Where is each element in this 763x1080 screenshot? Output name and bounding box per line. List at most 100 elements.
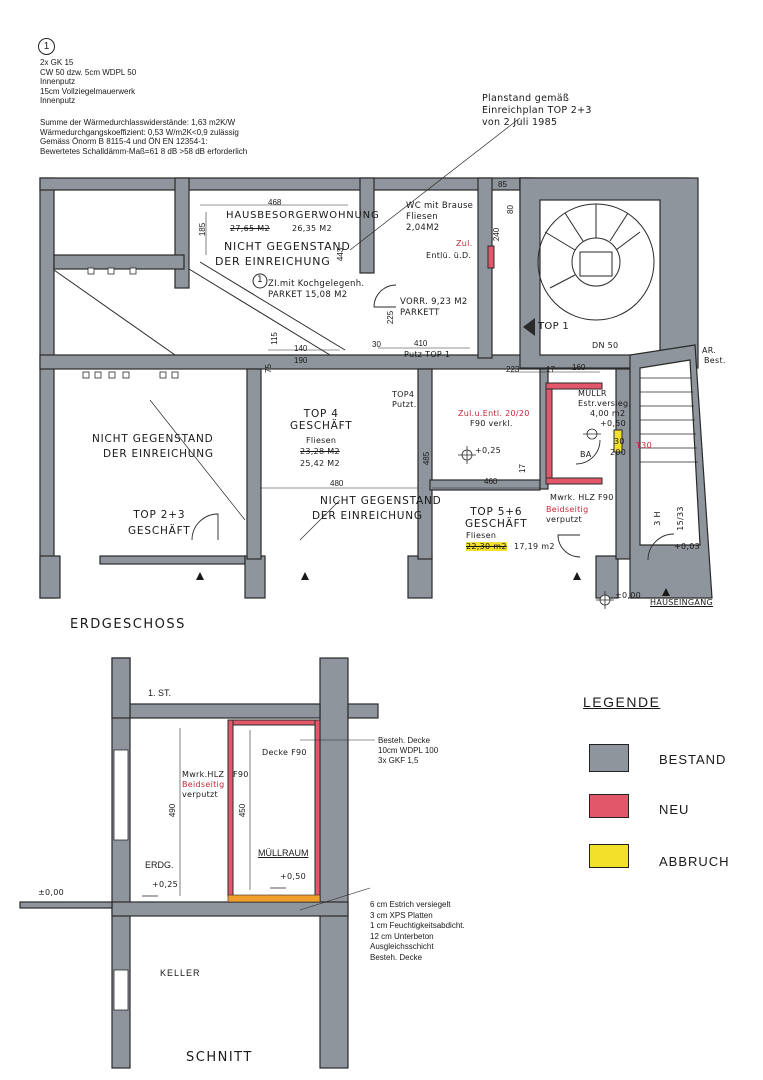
room-top4-line: TOP 4 xyxy=(303,408,339,420)
room-top4-finish: Fliesen xyxy=(306,436,337,445)
room-top56-finish: Fliesen xyxy=(466,531,497,540)
mull-area: 4,00 m2 xyxy=(590,409,626,418)
mull-level: +0,50 xyxy=(600,419,627,428)
wall-build-line: CW 50 dzw. 5cm WDPL 50 xyxy=(40,67,137,77)
floor-plan xyxy=(39,117,713,609)
lvl-025-plan: +0,25 xyxy=(475,446,502,455)
ar-label-2: Best. xyxy=(704,356,726,365)
room-zimmer: ZI.mit Kochgelegenh. PARKET 15,08 M2 xyxy=(268,279,364,301)
section-dim-490: 490 xyxy=(168,803,178,818)
legend: LEGENDE BESTAND NEU ABBRUCH xyxy=(583,694,753,894)
dn50-label: DN 50 xyxy=(592,341,619,350)
plan-status-line: Planstand gemäß xyxy=(482,93,570,104)
dim-240: 240 xyxy=(492,227,502,242)
dim-30: 30 xyxy=(372,340,381,349)
dim-480: 480 xyxy=(330,479,344,488)
room-top56: TOP 5+6 GESCHÄFT xyxy=(465,506,528,530)
section-keller-label: KELLER xyxy=(160,968,201,978)
section-floor-line: 6 cm Estrich versiegelt xyxy=(370,900,451,909)
plan-status-note: Planstand gemäß Einreichplan TOP 2+3 von… xyxy=(482,93,592,129)
section-wall-right xyxy=(319,657,349,1069)
room-top4-line: GESCHÄFT xyxy=(290,420,353,432)
section-mwrk-1: Mwrk.HLZ xyxy=(182,770,225,779)
room-wc-line: 2,04M2 xyxy=(406,223,440,233)
dim-115: 115 xyxy=(269,332,279,345)
ngde-center-1: NICHT GEGENSTAND xyxy=(320,495,442,507)
wall-partition-top4 xyxy=(246,368,262,560)
dim-460: 460 xyxy=(484,477,498,486)
legend-label-abbruch: ABBRUCH xyxy=(659,854,730,869)
dim-225: 225 xyxy=(386,310,396,325)
section-ceiling-line: Besteh. Decke xyxy=(378,736,431,745)
hauseingang-label: HAUSEINGANG xyxy=(650,598,713,607)
floor-title: ERDGESCHOSS xyxy=(70,617,186,632)
legend-label-neu: NEU xyxy=(659,802,690,817)
header-circle-number: 1 xyxy=(43,41,50,52)
top4-putz-1: TOP4 xyxy=(392,390,415,399)
section-drawing xyxy=(19,657,379,1069)
ar-label-1: AR. xyxy=(702,346,717,355)
room-top56-line: GESCHÄFT xyxy=(465,518,528,530)
section-lvl-000: ±0,00 xyxy=(38,888,65,897)
spec-line: Wärmedurchgangskoeffizient: 0,53 W/m2K<0… xyxy=(40,127,239,137)
dim-17b: 17 xyxy=(517,464,527,473)
dim-85: 85 xyxy=(498,180,507,189)
putz-top1-label: Putz TOP 1 xyxy=(404,350,451,359)
dim-443: 443 xyxy=(336,247,346,262)
top1-label: TOP 1 xyxy=(538,321,570,332)
dim-485: 485 xyxy=(422,451,432,466)
room-top56-line: TOP 5+6 xyxy=(470,506,523,518)
section-mwrk-3: Beidseitig xyxy=(182,780,225,789)
wall-build-line: 15cm Vollziegelmauerwerk xyxy=(40,86,136,96)
mwrk-label: Mwrk. HLZ F90 xyxy=(550,493,614,502)
stair-3h: 3 H xyxy=(652,511,662,526)
room-vorraum: VORR. 9,23 M2 PARKETT xyxy=(400,297,468,319)
dim-75: 75 xyxy=(263,364,273,373)
wall-build-line: Innenputz xyxy=(40,77,76,86)
section-mull-label: MÜLLRAUM xyxy=(258,848,309,858)
section-floor-note: 6 cm Estrich versiegelt 3 cm XPS Platten… xyxy=(370,900,465,963)
room-vorraum-line: PARKETT xyxy=(400,308,440,318)
section-ceiling-note: Besteh. Decke 10cm WDPL 100 3x GKF 1,5 xyxy=(378,736,438,766)
header-circle: 1 xyxy=(38,38,55,55)
beid-label-1: Beidseitig xyxy=(546,505,589,514)
section-mwrk-2: F90 xyxy=(233,770,249,779)
legend-swatch-bestand xyxy=(589,744,629,772)
circle-one-label: 1 xyxy=(257,275,264,285)
dim-190: 190 xyxy=(294,356,308,365)
stair-15: 15/33 xyxy=(675,506,685,531)
area-hausbesorger-old: 27,65 M2 xyxy=(230,224,270,233)
ngde-top23-1: NICHT GEGENSTAND xyxy=(92,433,214,445)
section-mwrk-4: verputzt xyxy=(182,790,218,799)
beid-label-2: verputzt xyxy=(546,515,582,524)
room-zimmer-line: ZI.mit Kochgelegenh. xyxy=(268,279,365,289)
section-1st-label: 1. ST. xyxy=(148,688,172,698)
section-floor-line: 1 cm Feuchtigkeitsabdicht. xyxy=(370,921,465,930)
section-lvl-025: +0,25 xyxy=(152,880,179,889)
lvl-000-plan: ±0,00 xyxy=(615,591,642,600)
entl-label: Entlü. ü.D. xyxy=(426,251,472,260)
spec-line: Summe der Wärmedurchlasswiderstände: 1,6… xyxy=(40,118,236,127)
room-vorraum-line: VORR. 9,23 M2 xyxy=(400,297,468,307)
room-top23-line: TOP 2+3 xyxy=(133,509,186,521)
dim-160: 160 xyxy=(572,363,586,372)
new-wall-vertical xyxy=(545,382,553,484)
spec-line: Bewertetes Schalldämm-Maß=61 8 dB >58 dB… xyxy=(40,146,248,156)
ba-label: BA xyxy=(580,450,592,459)
room-hausbesorger: HAUSBESORGERWOHNUNG xyxy=(226,210,380,221)
door-200: 200 xyxy=(610,448,627,457)
section-floor-line: 12 cm Unterbeton xyxy=(370,931,434,941)
room-top23-line: GESCHÄFT xyxy=(128,525,191,537)
dim-185: 185 xyxy=(198,222,208,237)
plan-status-line: von 2 Juli 1985 xyxy=(482,117,558,128)
dim-17a: 17 xyxy=(546,365,555,374)
f90-label: F90 verkl. xyxy=(470,419,513,428)
dim-410: 410 xyxy=(414,339,428,348)
room-zimmer-line: PARKET 15,08 M2 xyxy=(268,290,348,300)
dim-223: 223 xyxy=(506,365,520,374)
legend-swatch-neu xyxy=(589,794,629,818)
section-floor-line: Ausgleichsschicht xyxy=(370,942,434,951)
room-top4: TOP 4 GESCHÄFT xyxy=(290,408,353,432)
section-ceiling-line: 10cm WDPL 100 xyxy=(378,746,439,755)
area-hausbesorger-new: 26,35 M2 xyxy=(292,224,332,233)
